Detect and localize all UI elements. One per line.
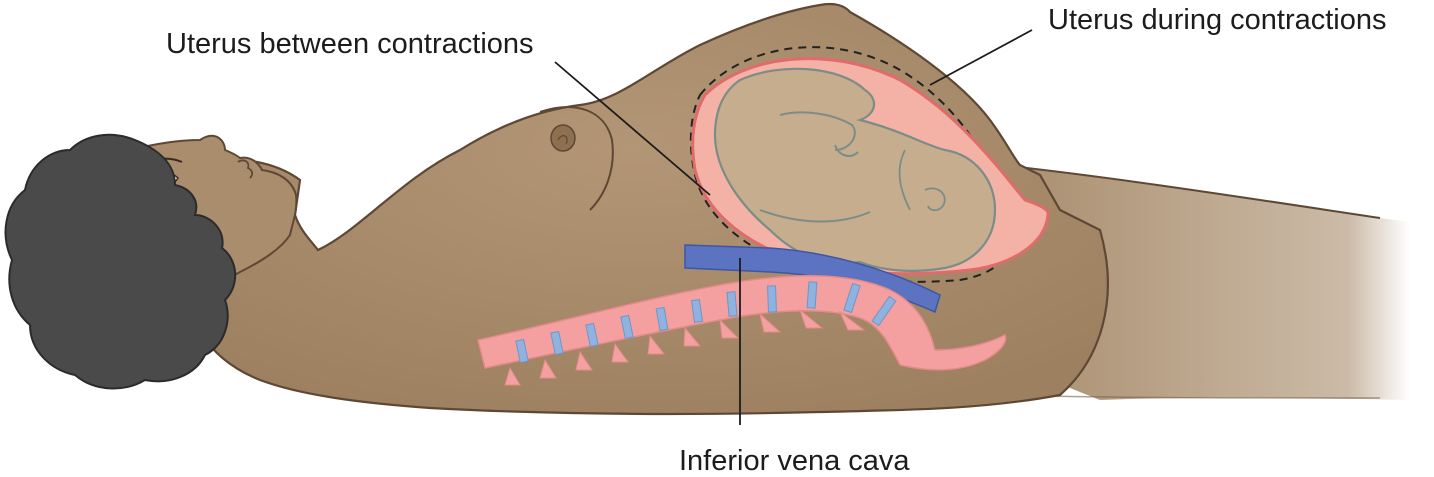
- fetus: [713, 67, 997, 272]
- fetus-hand: [834, 144, 859, 157]
- nipple: [550, 124, 576, 152]
- label-uterus-during-contractions: Uterus during contractions: [1048, 4, 1387, 36]
- label-inferior-vena-cava: Inferior vena cava: [679, 445, 910, 477]
- spine: [477, 275, 1007, 386]
- spine-column: [477, 275, 1007, 371]
- leader-line-uterus-during: [929, 29, 1033, 86]
- uterus-during-contractions-outline: [689, 46, 1012, 283]
- label-uterus-between-contractions: Uterus between contractions: [166, 28, 534, 60]
- legs: [1000, 165, 1410, 400]
- fetus-arm: [779, 111, 856, 151]
- leg-bottom-outline: [1039, 395, 1381, 399]
- fetus-head-outline: [898, 149, 911, 211]
- leg-top-outline: [999, 164, 1381, 219]
- breast-outline: [539, 106, 614, 211]
- hair: [4, 133, 237, 390]
- nipple-center: [557, 135, 568, 145]
- fetus-ear: [924, 187, 946, 212]
- fetus-leg: [759, 209, 871, 223]
- lips: [237, 159, 254, 179]
- leader-line-uterus-between: [554, 61, 711, 196]
